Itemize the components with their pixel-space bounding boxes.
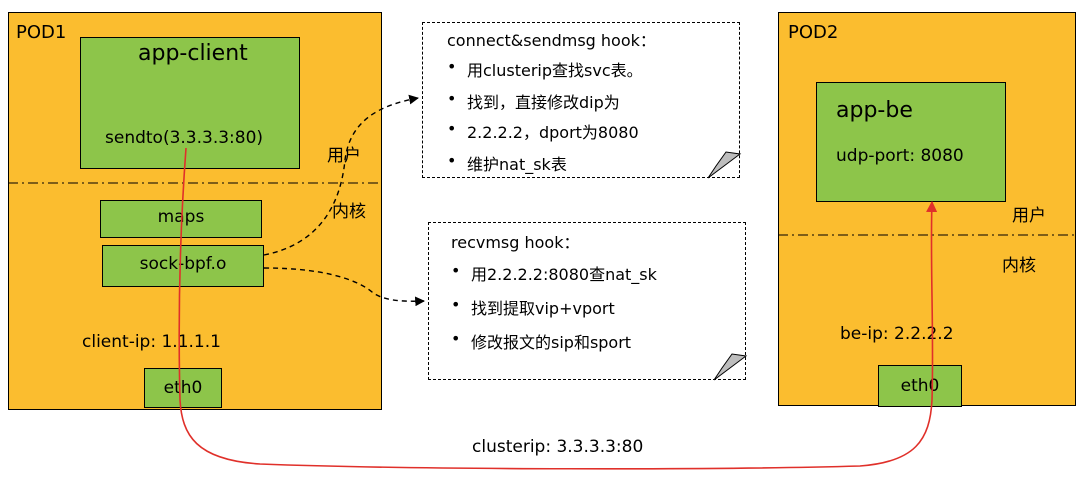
- note-recv-fold-corner: [713, 353, 748, 381]
- pod1-eth0-box: [144, 368, 222, 408]
- udp-port-label: udp-port: 8080: [836, 146, 964, 166]
- pod2-title: POD2: [788, 22, 839, 43]
- app-client-label: app-client: [138, 41, 248, 66]
- sendto-call: sendto(3.3.3.3:80): [105, 128, 264, 148]
- maps-label: maps: [157, 207, 205, 227]
- note-connect-item: 维护nat_sk表: [445, 151, 643, 175]
- pod1-kernel-label: 内核: [332, 202, 366, 222]
- clusterip-label: clusterip: 3.3.3.3:80: [472, 437, 644, 457]
- app-be-label: app-be: [836, 98, 913, 123]
- note-connect-item-cont: 2.2.2.2，dport为8080: [445, 119, 643, 143]
- note-connect-item: 找到，直接修改dip为: [445, 89, 643, 113]
- pod1-user-label: 用户: [327, 146, 361, 166]
- pod1-eth0-label: eth0: [163, 378, 203, 398]
- packet-flow-line: [178, 147, 938, 470]
- pod2-kernel-label: 内核: [1002, 256, 1036, 276]
- pod1-title: POD1: [16, 22, 67, 43]
- note-recv-item: 修改报文的sip和sport: [449, 329, 657, 353]
- note-connect-fold-corner: [707, 151, 742, 179]
- note-connect-title: connect&sendmsg hook：: [447, 31, 656, 50]
- arrow-to-recv-note: [263, 267, 425, 307]
- note-recv-item: 用2.2.2.2:8080查nat_sk: [449, 261, 657, 285]
- note-connect-item: 用clusterip查找svc表。: [445, 57, 643, 81]
- be-ip-label: be-ip: 2.2.2.2: [840, 324, 954, 344]
- note-recv-item: 找到提取vip+vport: [449, 295, 657, 319]
- note-recvmsg: recvmsg hook： 用2.2.2.2:8080查nat_sk 找到提取v…: [428, 222, 746, 380]
- note-recv-title: recvmsg hook：: [451, 233, 580, 252]
- client-ip-label: client-ip: 1.1.1.1: [82, 332, 221, 352]
- note-connect-sendmsg: connect&sendmsg hook： 用clusterip查找svc表。 …: [422, 22, 740, 178]
- sock-bpf-box: [102, 245, 264, 287]
- arrow-to-connect-note: [263, 94, 419, 256]
- pod2-eth0-label: eth0: [900, 376, 940, 396]
- pod2-user-label: 用户: [1012, 206, 1046, 226]
- sock-bpf-label: sock-bpf.o: [139, 254, 227, 274]
- pod2-eth0-box: [878, 365, 962, 407]
- app-be-box: [816, 82, 1006, 202]
- app-client-box: [80, 37, 300, 169]
